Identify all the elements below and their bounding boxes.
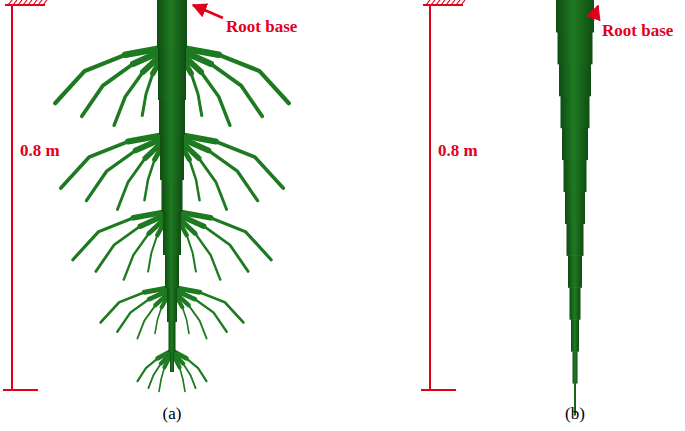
- panel-label: (a): [163, 405, 182, 424]
- lateral-root: [162, 297, 168, 307]
- lateral-root: [175, 358, 180, 367]
- main-root-segment: [573, 351, 578, 383]
- lateral-root: [182, 54, 230, 125]
- main-root-segment: [564, 160, 587, 192]
- main-root-segment: [567, 223, 584, 255]
- hatch-stroke: [43, 0, 47, 5]
- main-root-segment: [158, 48, 186, 100]
- tapered-root-model: [556, 0, 594, 416]
- hatch-stroke: [13, 0, 17, 5]
- main-root-segment: [568, 255, 582, 287]
- hatch-stroke: [441, 0, 445, 5]
- lateral-root: [117, 141, 163, 209]
- panel-label: (b): [565, 405, 585, 424]
- main-root-segment: [163, 212, 181, 255]
- hatch-stroke: [28, 0, 32, 5]
- hatch-stroke: [33, 0, 37, 5]
- leader-arrow: [193, 5, 223, 18]
- callout-label: Root base: [602, 22, 673, 41]
- hatch-stroke: [461, 0, 465, 5]
- main-root-segment: [169, 322, 176, 352]
- hatch-stroke: [451, 0, 455, 5]
- dimension-line: [421, 5, 463, 390]
- dimension-line: [3, 5, 45, 390]
- main-root-segment: [162, 180, 183, 212]
- lateral-root: [175, 358, 185, 391]
- lateral-root: [179, 218, 221, 280]
- hatch-stroke: [38, 0, 42, 5]
- main-root-segment: [562, 128, 588, 160]
- lateral-root: [148, 221, 165, 272]
- hatch-stroke: [426, 0, 430, 5]
- main-root-segment: [570, 287, 581, 319]
- hatch-stroke: [8, 0, 12, 5]
- ground-hatch: [8, 0, 47, 5]
- dimension-label: 0.8 m: [438, 142, 478, 161]
- lateral-root: [148, 355, 169, 388]
- main-root-segment: [167, 288, 177, 322]
- lateral-root: [159, 358, 169, 391]
- lateral-root: [137, 294, 167, 339]
- main-root-segment: [170, 352, 174, 372]
- lateral-root: [155, 297, 167, 334]
- main-root-segment: [157, 0, 187, 48]
- hatch-stroke: [431, 0, 435, 5]
- ground-hatch: [426, 0, 465, 5]
- leader-arrow: [593, 6, 598, 20]
- lateral-root: [177, 294, 207, 339]
- hatch-stroke: [446, 0, 450, 5]
- main-root-segment: [571, 319, 579, 351]
- main-root-segment: [559, 64, 591, 96]
- main-root-segment: [165, 255, 179, 288]
- lateral-root: [164, 358, 169, 367]
- lateral-root: [177, 297, 183, 307]
- hatch-stroke: [23, 0, 27, 5]
- main-root-segment: [160, 135, 184, 180]
- hatch-stroke: [436, 0, 440, 5]
- main-root-segment: [558, 32, 593, 64]
- callout-label: Root base: [226, 18, 297, 37]
- lateral-root: [175, 355, 196, 388]
- lateral-root: [179, 221, 196, 272]
- lateral-root: [177, 297, 189, 334]
- branched-root-model: [55, 0, 289, 391]
- hatch-stroke: [18, 0, 22, 5]
- main-root-segment: [556, 0, 594, 32]
- main-root-segment: [159, 100, 185, 135]
- hatch-stroke: [456, 0, 460, 5]
- lateral-root: [114, 54, 162, 125]
- main-root-segment: [565, 192, 585, 224]
- main-root-segment: [561, 96, 590, 128]
- lateral-root: [124, 218, 166, 280]
- dimension-label: 0.8 m: [20, 142, 60, 161]
- lateral-root: [180, 141, 226, 209]
